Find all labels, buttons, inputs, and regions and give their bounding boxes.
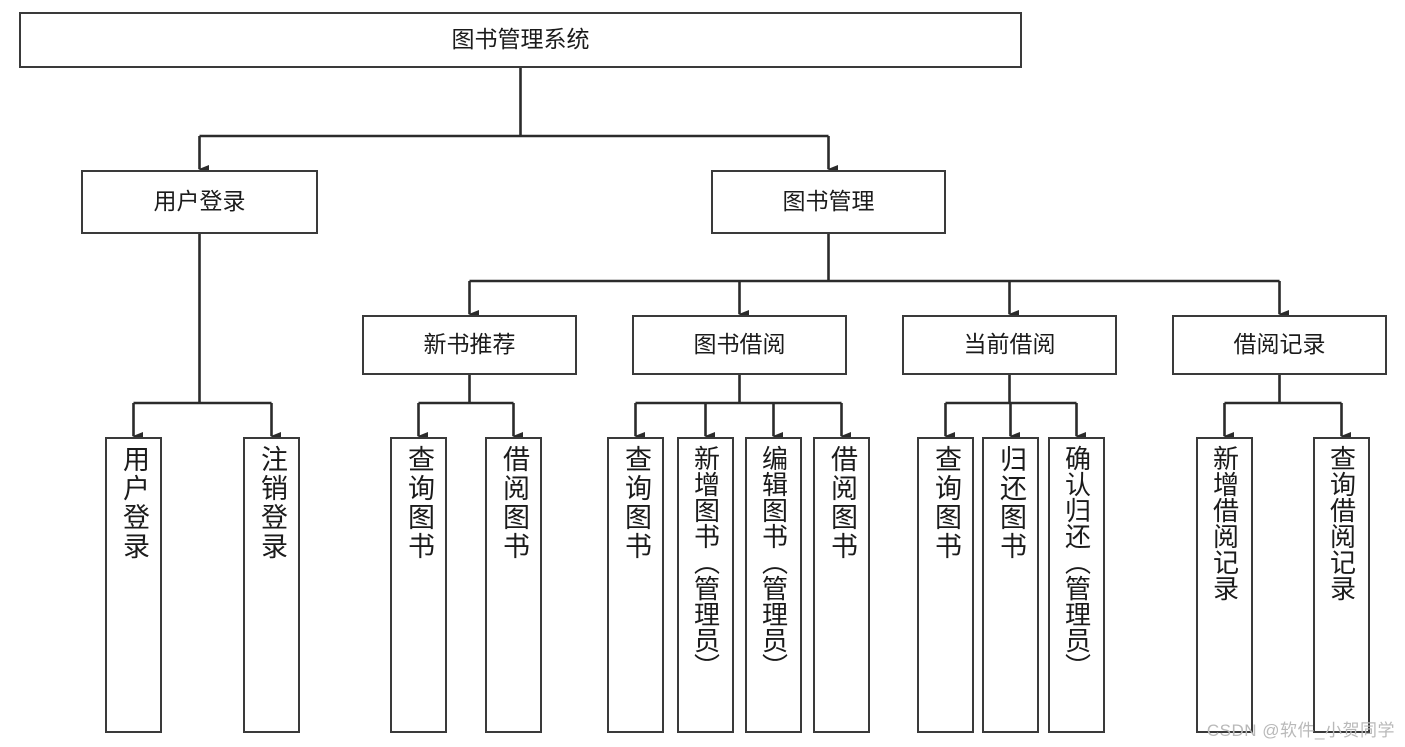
node-leaf-bb-edit[interactable]: 编辑图书（管理员） — [745, 437, 802, 733]
node-root[interactable]: 图书管理系统 — [19, 12, 1022, 68]
node-label: 借阅图书 — [827, 445, 857, 561]
node-label: 借阅记录 — [1233, 331, 1326, 358]
node-label: 编辑图书（管理员） — [758, 445, 789, 679]
node-book-mgmt[interactable]: 图书管理 — [711, 170, 946, 234]
node-label: 确认归还（管理员） — [1061, 445, 1092, 679]
node-label: 查询图书 — [404, 445, 434, 561]
node-label: 图书借阅 — [693, 331, 786, 358]
node-label: 查询图书 — [931, 445, 961, 561]
node-label: 图书管理 — [782, 188, 875, 215]
node-leaf-rec-query[interactable]: 查询图书 — [390, 437, 447, 733]
node-label: 查询图书 — [621, 445, 651, 561]
node-label: 当前借阅 — [963, 331, 1056, 358]
node-leaf-user-login[interactable]: 用户登录 — [105, 437, 162, 733]
node-borrow-rec[interactable]: 借阅记录 — [1172, 315, 1387, 375]
node-leaf-cb-confirm[interactable]: 确认归还（管理员） — [1048, 437, 1105, 733]
node-label: 用户登录 — [119, 445, 149, 561]
node-leaf-bb-borrow[interactable]: 借阅图书 — [813, 437, 870, 733]
node-label: 查询借阅记录 — [1326, 445, 1357, 601]
node-leaf-br-query[interactable]: 查询借阅记录 — [1313, 437, 1370, 733]
node-leaf-user-logout[interactable]: 注销登录 — [243, 437, 300, 733]
node-label: 新增借阅记录 — [1209, 445, 1240, 601]
node-leaf-cb-return[interactable]: 归还图书 — [982, 437, 1039, 733]
node-leaf-bb-query[interactable]: 查询图书 — [607, 437, 664, 733]
node-leaf-cb-query[interactable]: 查询图书 — [917, 437, 974, 733]
watermark: CSDN @软件_小贺同学 — [1206, 721, 1395, 740]
node-label: 用户登录 — [153, 188, 246, 215]
node-leaf-br-add[interactable]: 新增借阅记录 — [1196, 437, 1253, 733]
node-label: 图书管理系统 — [451, 26, 590, 53]
node-leaf-bb-add[interactable]: 新增图书（管理员） — [677, 437, 734, 733]
node-new-book-rec[interactable]: 新书推荐 — [362, 315, 577, 375]
node-book-borrow[interactable]: 图书借阅 — [632, 315, 847, 375]
node-label: 新增图书（管理员） — [690, 445, 721, 679]
node-cur-borrow[interactable]: 当前借阅 — [902, 315, 1117, 375]
node-label: 新书推荐 — [423, 331, 516, 358]
node-label: 借阅图书 — [499, 445, 529, 561]
node-user-login[interactable]: 用户登录 — [81, 170, 318, 234]
edge-paths — [132, 68, 1352, 441]
node-label: 归还图书 — [996, 445, 1026, 561]
node-leaf-rec-borrow[interactable]: 借阅图书 — [485, 437, 542, 733]
node-label: 注销登录 — [257, 445, 287, 561]
